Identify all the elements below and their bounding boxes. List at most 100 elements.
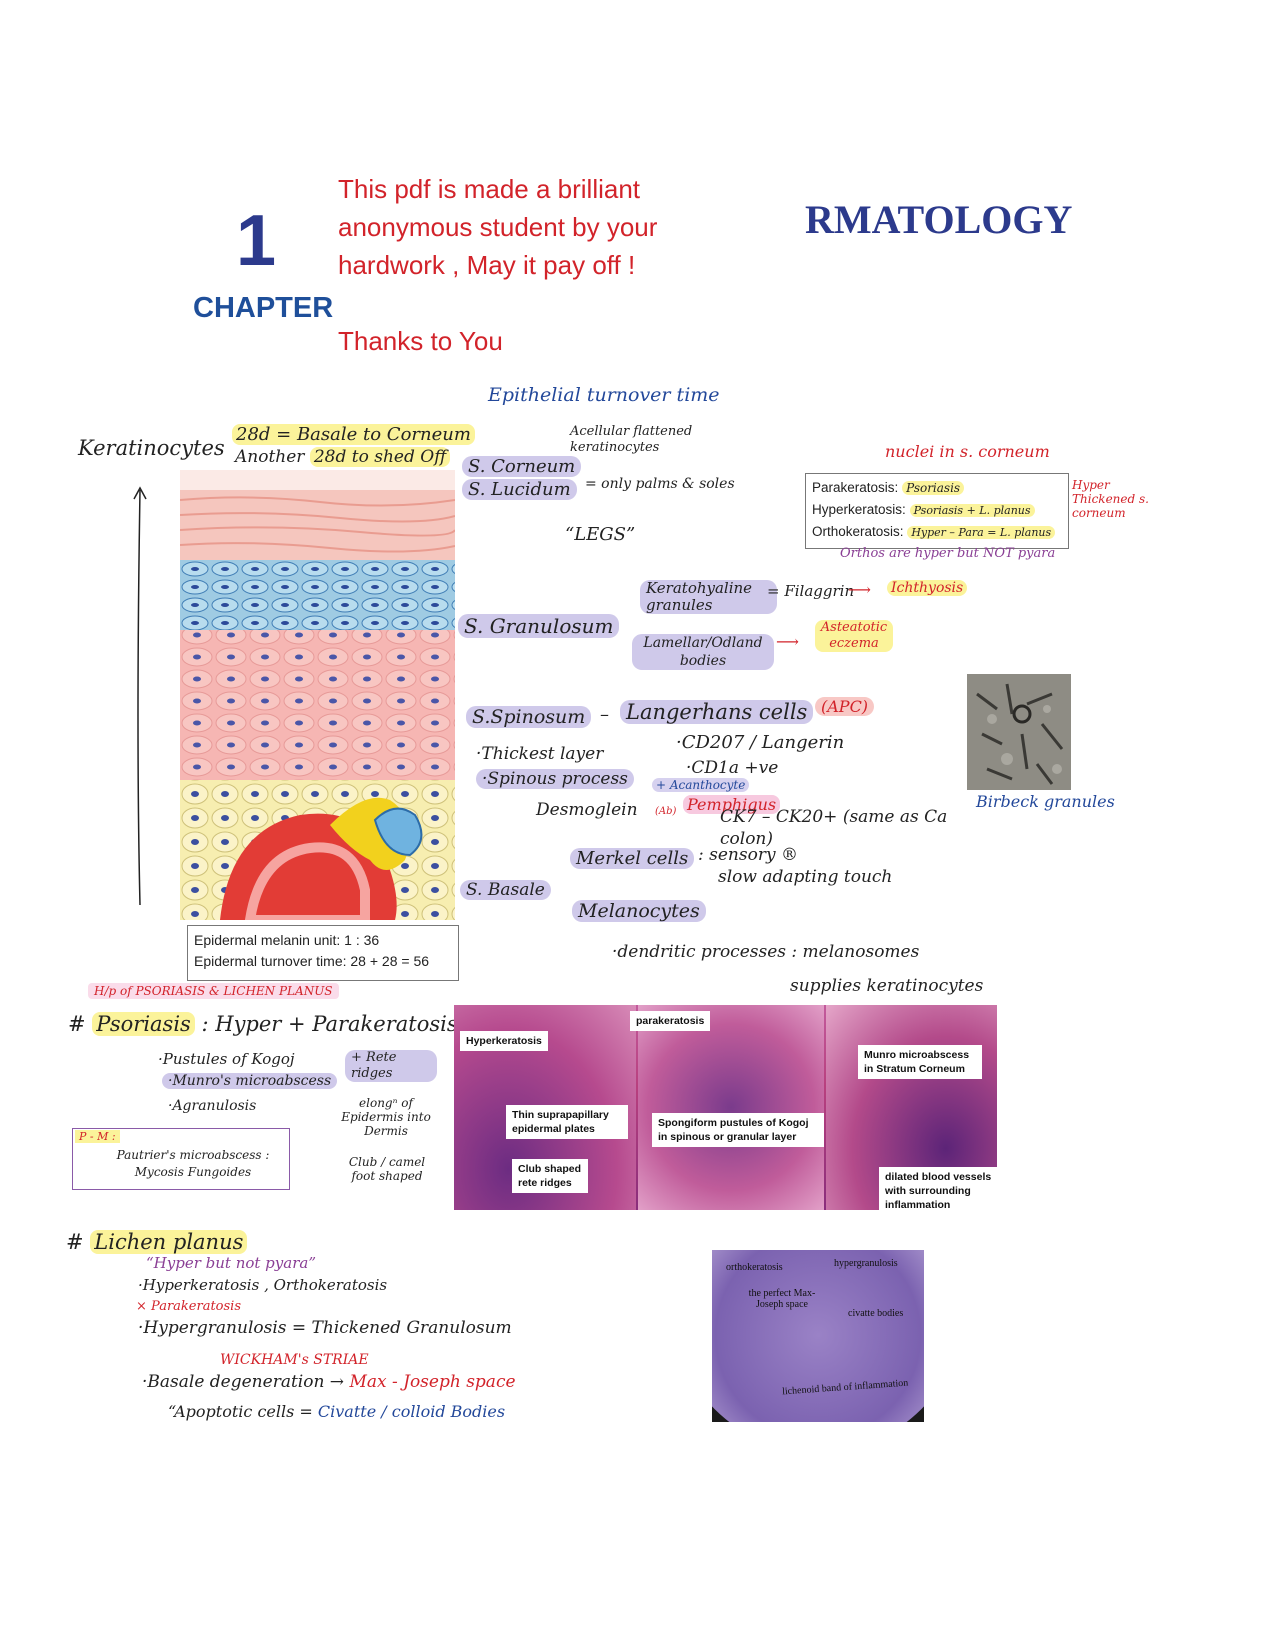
thanks-note: Thanks to You xyxy=(338,326,503,356)
hyper-thickened-note: Hyper Thickened s. corneum xyxy=(1072,478,1149,520)
s-lucidum: S. Lucidum xyxy=(462,479,577,500)
turnover-line-1: 28d = Basale to Corneum xyxy=(232,424,475,445)
up-arrow-icon xyxy=(133,486,147,906)
legs-mnemonic: “LEGS” xyxy=(565,524,636,545)
psoriasis-subtitle: : Hyper + Parakeratosis xyxy=(194,1012,458,1036)
spinosum-dash: – xyxy=(600,704,609,725)
label-kogoj: Spongiform pustules of Kogoj in spinous … xyxy=(652,1113,824,1148)
acanthocyte: + Acanthocyte xyxy=(652,778,750,792)
langerhans-cells: Langerhans cells xyxy=(620,700,814,724)
orthokeratosis-label: Orthokeratosis: xyxy=(812,524,904,539)
ck-markers: CK7 – CK20+ (same as Ca colon) xyxy=(720,807,948,849)
birbeck-micrograph xyxy=(967,674,1071,790)
club-shaped-note: Club / camel foot shaped xyxy=(348,1155,426,1183)
pemphigus: Pemphigus xyxy=(683,795,781,814)
lp-civatte: civatte bodies xyxy=(848,1308,904,1319)
micrograph-field xyxy=(712,1250,924,1422)
chapter-number: 1 xyxy=(236,201,277,281)
pustules-kogoj: ·Pustules of Kogoj xyxy=(158,1050,295,1068)
hp-heading: H/p of PSORIASIS & LICHEN PLANUS xyxy=(88,983,339,999)
elongation-note: elongⁿ of Epidermis into Dermis xyxy=(341,1096,431,1138)
orthokeratosis-row: Orthokeratosis: Hyper – Para = L. planus xyxy=(812,521,1062,543)
civatte-bodies: Civatte / colloid Bodies xyxy=(317,1402,506,1421)
hyperkeratosis-label: Hyperkeratosis: xyxy=(812,502,906,517)
note-line-3: hardwork , May it pay off ! xyxy=(338,250,636,280)
lp-hypergran: hypergranulosis xyxy=(834,1258,898,1269)
asteatotic-eczema: Asteatotic eczema xyxy=(815,620,893,652)
psoriasis-histology: Hyperkeratosis parakeratosis Munro micro… xyxy=(454,1005,997,1210)
agranulosis: ·Agranulosis xyxy=(168,1098,257,1114)
s-spinosum: S.Spinosum xyxy=(466,706,592,728)
rete-ridges: + Rete ridges xyxy=(345,1050,437,1082)
hyperkeratosis-value: Psoriasis + L. planus xyxy=(909,504,1035,517)
orthos-note: Orthos are hyper but NOT pyara xyxy=(840,546,1056,561)
keratohyaline-granules: Keratohyaline granules xyxy=(640,580,777,614)
epidermis-illustration xyxy=(180,470,455,920)
basale-to-corneum: 28d = Basale to Corneum xyxy=(232,424,475,445)
another-label: Another xyxy=(235,447,310,467)
chapter-title: RMATOLOGY xyxy=(805,197,1073,242)
lichen-line-1: ·Hyperkeratosis , Orthokeratosis xyxy=(138,1276,388,1294)
munro-microabscess: ·Munro's microabscess xyxy=(162,1073,338,1089)
label-munro: Munro microabscess in Stratum Corneum xyxy=(858,1045,982,1080)
orthokeratosis-value: Hyper – Para = L. planus xyxy=(907,526,1056,539)
lichen-heading: # Lichen planus xyxy=(66,1230,248,1254)
filaggrin: = Filaggrin xyxy=(767,582,855,600)
basale-degeneration: ·Basale degeneration → xyxy=(142,1372,350,1392)
pm-box: P - M : Pautrier's microabscess : Mycosi… xyxy=(72,1128,290,1190)
dendritic-processes: ·dendritic processes : melanosomes xyxy=(612,942,920,962)
pm-label: P - M : xyxy=(75,1130,120,1143)
psoriasis-heading: # Psoriasis : Hyper + Parakeratosis xyxy=(68,1012,458,1036)
lichen-line-5: “Apoptotic cells = Civatte / colloid Bod… xyxy=(168,1402,505,1421)
lichen-tagline: “Hyper but not pyara” xyxy=(146,1254,316,1272)
s-basale: S. Basale xyxy=(460,880,551,900)
histo-panel-2 xyxy=(638,1005,824,1210)
lichen-line-2: × Parakeratosis xyxy=(136,1299,241,1314)
birbeck-granules: Birbeck granules xyxy=(976,792,1115,811)
hash-mark: # xyxy=(66,1230,84,1254)
wickham-striae: WICKHAM's STRIAE xyxy=(220,1352,369,1368)
spinous-process: ·Spinous process xyxy=(476,769,634,789)
note-line-1: This pdf is made a brilliant xyxy=(338,174,641,204)
hyperkeratosis-row: Hyperkeratosis: Psoriasis + L. planus xyxy=(812,499,1062,521)
parakeratosis-value: Psoriasis xyxy=(902,481,965,495)
pm-text: Pautrier's microabscess : Mycosis Fungoi… xyxy=(116,1148,270,1179)
melanin-unit: Epidermal melanin unit: 1 : 36 xyxy=(194,932,380,948)
melanin-info-box: Epidermal melanin unit: 1 : 36 Epidermal… xyxy=(187,925,459,981)
sensory: : sensory ® xyxy=(698,845,798,865)
lichen-micrograph: orthokeratosis hypergranulosis the perfe… xyxy=(712,1250,924,1422)
desmoglein: Desmoglein xyxy=(536,800,638,820)
filaggrin-arrow: ⟶ xyxy=(848,580,871,599)
s-granulosum: S. Granulosum xyxy=(458,614,620,638)
label-vessels: dilated blood vessels with surrounding i… xyxy=(879,1167,997,1210)
cd207: ·CD207 / Langerin xyxy=(676,732,845,753)
acellular-note: Acellular flattened keratinocytes xyxy=(570,424,693,455)
label-plates: Thin suprapapillary epidermal plates xyxy=(506,1105,628,1140)
nuclei-note: nuclei in s. corneum xyxy=(885,442,1050,461)
parakeratosis-label: Parakeratosis: xyxy=(812,480,899,495)
max-joseph: Max - Joseph space xyxy=(349,1372,516,1392)
lichen-title: Lichen planus xyxy=(90,1230,248,1254)
s-corneum: S. Corneum xyxy=(462,456,582,477)
chapter-label: CHAPTER xyxy=(193,292,334,324)
supplies-keratinocytes: supplies keratinocytes xyxy=(790,976,984,996)
apc-badge: (APC) xyxy=(815,697,875,716)
lamellar-arrow: ⟶ xyxy=(776,632,799,651)
shed-off: 28d to shed Off xyxy=(309,447,451,467)
merkel-cells: Merkel cells xyxy=(570,848,695,869)
slow-adapting: slow adapting touch xyxy=(718,867,893,887)
lichen-line-4: ·Basale degeneration → Max - Joseph spac… xyxy=(142,1372,516,1392)
thickest-layer: ·Thickest layer xyxy=(476,744,604,764)
label-hyperkeratosis: Hyperkeratosis xyxy=(460,1031,548,1052)
hash-mark: # xyxy=(68,1012,86,1036)
desmoglein-ab: (Ab) xyxy=(655,806,677,817)
apoptotic-cells: “Apoptotic cells = xyxy=(168,1402,318,1421)
keratinocytes-label: Keratinocytes xyxy=(78,436,225,460)
turnover-time: Epidermal turnover time: 28 + 28 = 56 xyxy=(194,953,430,969)
lamellar-bodies: Lamellar/Odland bodies xyxy=(632,634,774,670)
psoriasis-title: Psoriasis xyxy=(92,1012,195,1036)
turnover-line-2: Another 28d to shed Off xyxy=(235,447,451,467)
label-club: Club shaped rete ridges xyxy=(512,1159,588,1194)
lichen-line-3: ·Hypergranulosis = Thickened Granulosum xyxy=(138,1318,512,1338)
